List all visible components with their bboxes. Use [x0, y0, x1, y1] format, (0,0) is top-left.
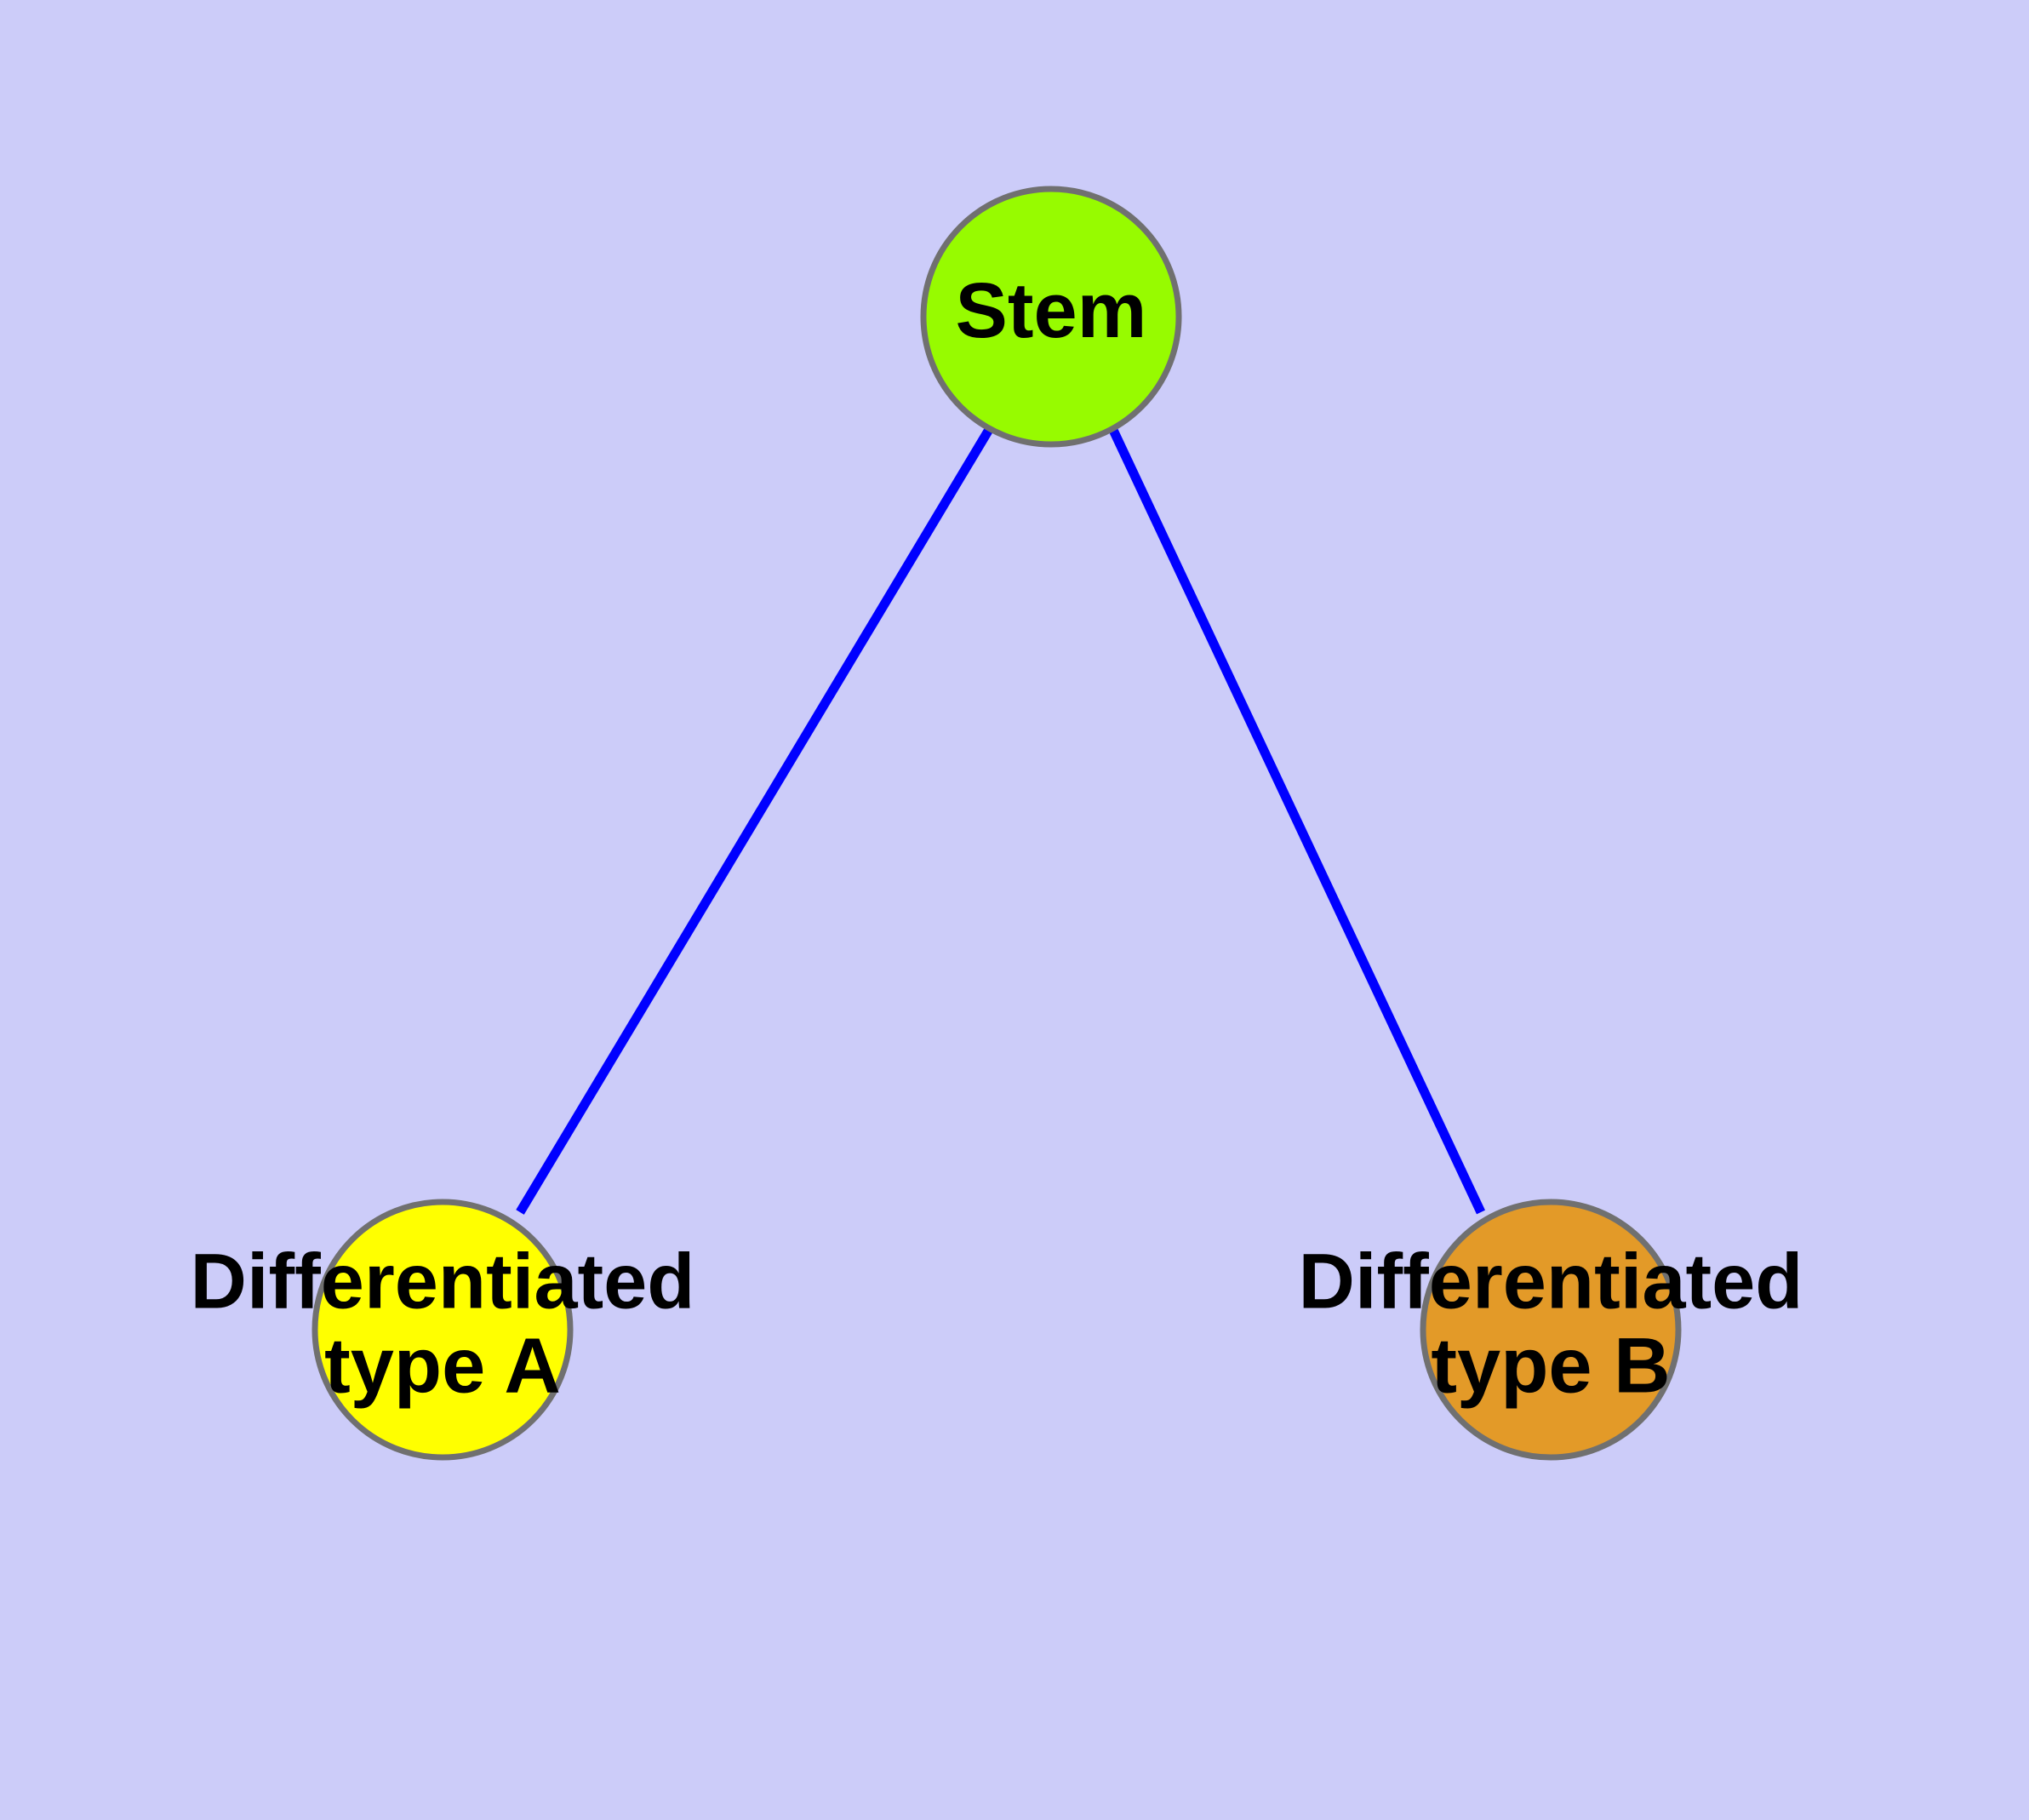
nodes-layer	[311, 186, 1682, 1461]
node-diff-b[interactable]	[1420, 1199, 1682, 1461]
node-label-stem: Stem	[956, 267, 1147, 354]
edge-stem-to-a[interactable]	[516, 426, 994, 1215]
node-label-line: type B	[1431, 1323, 1670, 1410]
node-diff-a[interactable]	[311, 1199, 574, 1461]
node-label-line: Differentiated	[191, 1239, 695, 1325]
edges-layer	[516, 426, 1485, 1215]
node-label-line: type A	[324, 1323, 561, 1410]
node-label-line: Differentiated	[1299, 1239, 1803, 1325]
edge-stem-to-b[interactable]	[1108, 426, 1485, 1215]
node-label-line: Stem	[956, 267, 1147, 354]
node-stem[interactable]	[920, 186, 1182, 448]
